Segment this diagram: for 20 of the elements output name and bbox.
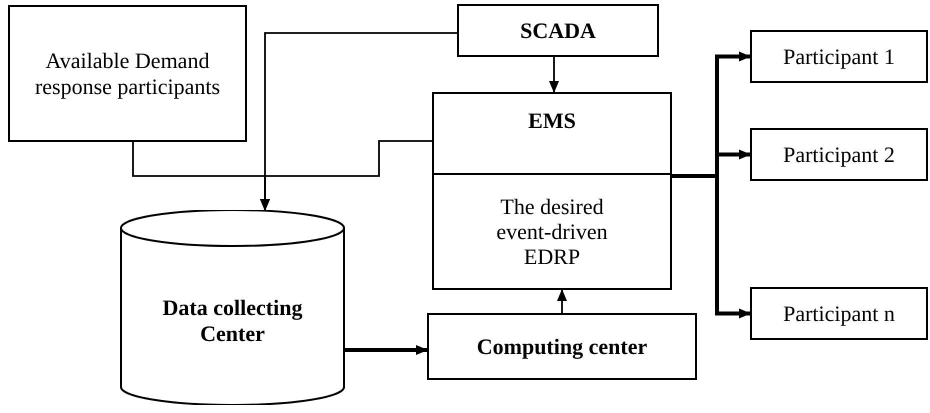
- process-box: [8, 5, 247, 142]
- process-box: [427, 313, 697, 380]
- node-label: Computing center: [476, 334, 648, 360]
- node-label: Participant 1: [782, 44, 896, 70]
- process-box: [457, 4, 659, 57]
- node-title: EMS: [527, 108, 577, 135]
- process-box: [432, 92, 672, 290]
- node-label: Participant 2: [782, 142, 896, 168]
- arrow: [260, 140, 432, 211]
- node-label: Available Demand response participants: [34, 48, 222, 99]
- process-box: [750, 30, 928, 83]
- node-label: Participant n: [782, 300, 896, 326]
- node-label: SCADA: [519, 18, 597, 44]
- process-box: [750, 287, 928, 340]
- node-label: Data collecting Center: [162, 295, 304, 346]
- node-label: The desired event-driven EDRP: [495, 194, 609, 270]
- arrow: [549, 57, 559, 93]
- arrow: [345, 345, 428, 355]
- arrow: [557, 289, 567, 313]
- process-box: [750, 128, 928, 181]
